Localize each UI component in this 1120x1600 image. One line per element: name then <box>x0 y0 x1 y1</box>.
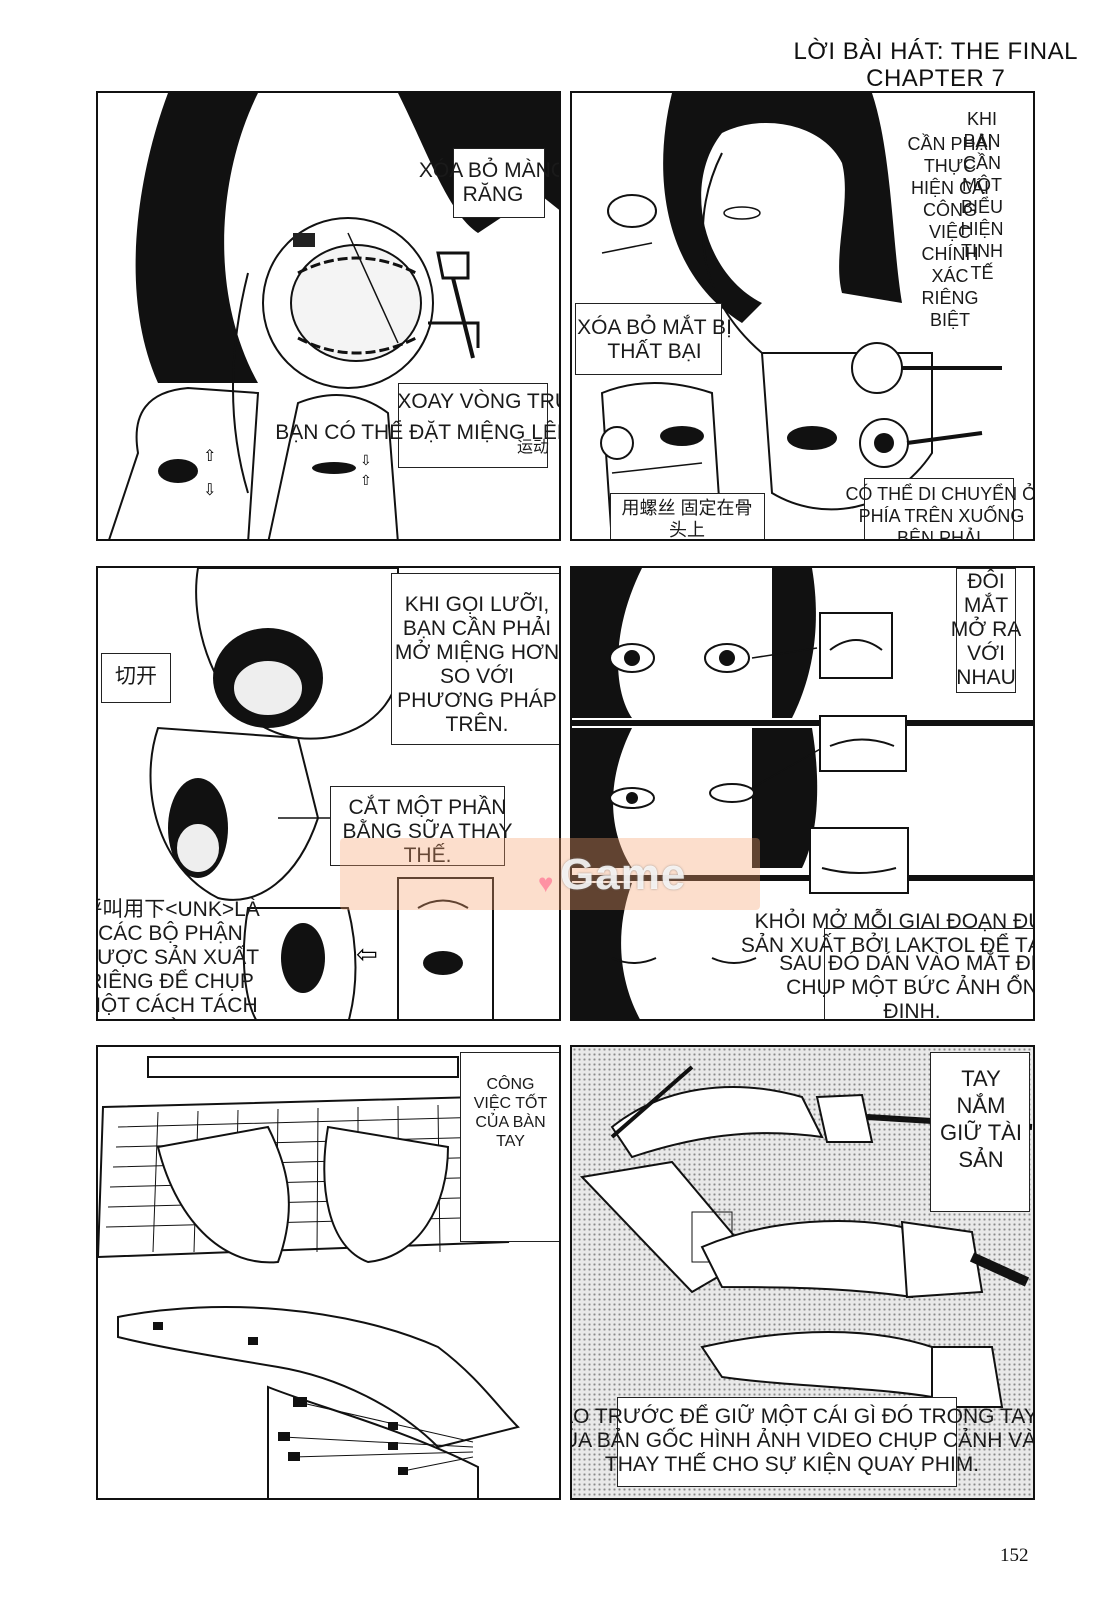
caption-video: TẠO TRƯỚC ĐỂ GIỮ MỘT CÁI GÌ ĐÓ TRONG TAY… <box>570 1405 1035 1476</box>
panel-eye-removal: CẦN PHẢI THỰC HIỆN CÁI CÔNG VIỆC CHÍNH X… <box>570 91 1035 541</box>
caption-box-cut <box>101 653 171 703</box>
svg-text:⇧: ⇧ <box>360 473 372 489</box>
caption-box-hands <box>460 1052 559 1242</box>
panel-props: TAY NẮM GIỮ TÀI SẢN TẠO TRƯỚC ĐỂ GIỮ MỘT… <box>570 1045 1035 1500</box>
caption-screw: 用螺丝 固定在骨头上 <box>621 498 753 540</box>
caption-box-move <box>864 478 1014 539</box>
svg-text:⇦: ⇦ <box>356 940 378 970</box>
caption-box-blink <box>824 928 1033 1019</box>
page-number: 152 <box>1000 1545 1029 1566</box>
caption-precise-work: CẦN PHẢI THỰC HIỆN CÁI CÔNG VIỆC CHÍNH X… <box>907 134 993 330</box>
caption-box-milk <box>330 786 505 866</box>
caption-box-hold <box>930 1052 1030 1212</box>
illustration-eye-removal <box>600 93 1002 539</box>
caption-tongue: KHI GỌI LƯỠI, BẠN CẦN PHẢI MỞ MIỆNG HƠN … <box>394 593 560 736</box>
caption-box-tongue <box>391 573 559 745</box>
caption-box-remove-teeth <box>453 148 545 218</box>
illustration-mouth-teeth: ⇧ ⇩ ⇩ ⇧ <box>108 93 559 539</box>
caption-box-rotate <box>398 383 548 468</box>
caption-move-mouth: BẠN CÓ THỂ ĐẶT MIỆNG LÊN XUỐNG. <box>275 421 559 444</box>
illustration-keyboard-hands <box>98 1056 520 1498</box>
caption-cn-small: 运动 <box>516 439 549 456</box>
caption-remove-eye: XÓA BỎ MẮT BỊ THẤT BẠI <box>577 316 732 363</box>
svg-text:⇧: ⇧ <box>203 446 216 465</box>
illustration-tongue: ⇦ <box>149 568 494 1019</box>
watermark-text: Game <box>560 850 687 899</box>
caption-subtle-expression: KHI BẠN CẦN MỘT BIỂU HIỆN TINH TẾ <box>960 109 1004 283</box>
caption-remove-teeth: XÓA BỎ MÀNG RĂNG <box>418 159 561 206</box>
caption-box-remove-eye <box>575 303 722 375</box>
panel-eyes-open: ĐÔI MẮT MỞ RA VỚI NHAU KHỎI MỞ MỖI GIAI … <box>570 566 1035 1021</box>
caption-open: ĐÔI MẮT MỞ RA VỚI NHAU <box>950 570 1022 689</box>
caption-cut: 切开 <box>115 665 157 688</box>
caption-parts: 呼叫用下<UNK>LÀ CÁC BỘ PHẬN ĐƯỢC SẢN XUẤT RI… <box>96 898 260 1019</box>
caption-blink-2: SAU ĐÓ DÁN VÀO MẮT ĐỂ CHỤP MỘT BỨC ẢNH Ổ… <box>779 952 1035 1021</box>
caption-blink: KHỎI MỞ MỖI GIAI ĐOẠN ĐƯỢC SẢN XUẤT BỞI … <box>740 910 1033 957</box>
page-title: LỜI BÀI HÁT: THE FINAL CHAPTER 7 <box>793 38 1078 92</box>
watermark-banner <box>340 838 760 910</box>
caption-milk: CẮT MỘT PHẦN BẰNG SỮA THAY THẾ. <box>342 796 513 867</box>
svg-text:⇩: ⇩ <box>203 480 216 499</box>
panel-mouth-teeth: ⇧ ⇩ ⇩ ⇧ XÓA BỎ MÀNG RĂNG XOAY VÒNG TRƯỢT… <box>96 91 561 541</box>
caption-hands: CÔNG VIỆC TỐT CỦA BÀN TAY <box>473 1076 548 1150</box>
illustration-eyes <box>572 568 1033 1019</box>
caption-move: CÓ THỂ DI CHUYỂN Ở PHÍA TRÊN XUỐNG BÊN P… <box>845 484 1035 541</box>
panel-keyboard: CÔNG VIỆC TỐT CỦA BÀN TAY <box>96 1045 561 1500</box>
page-title-line-2: CHAPTER 7 <box>866 65 1006 92</box>
heart-icon: ♥ <box>538 868 554 898</box>
panel-tongue: ⇦ KHI GỌI LƯỠI, BẠN CẦN PHẢI MỞ MIỆNG HƠ… <box>96 566 561 1021</box>
caption-rotate: XOAY VÒNG TRƯỢT <box>397 390 559 413</box>
page-title-line-1: LỜI BÀI HÁT: THE FINAL <box>793 38 1078 65</box>
svg-text:⇩: ⇩ <box>360 453 372 469</box>
caption-box-screw <box>610 493 765 539</box>
caption-box-open <box>956 568 1016 693</box>
caption-box-video <box>617 1397 957 1487</box>
caption-hold: TAY NẮM GIỮ TÀI SẢN <box>940 1066 1022 1172</box>
